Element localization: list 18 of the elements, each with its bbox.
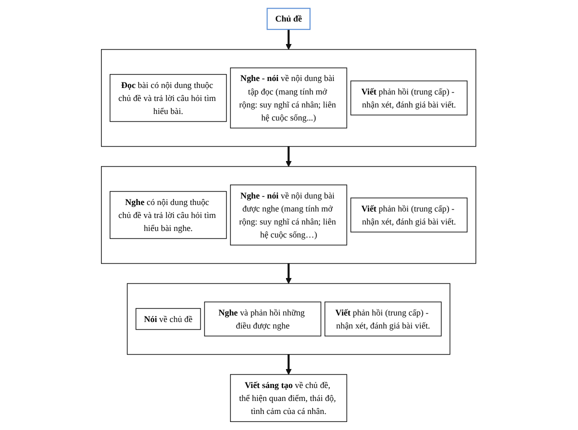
arrow	[286, 29, 292, 50]
node-box: Viết phản hồi (trung cấp) - nhận xét, đánh giá bài viết.	[324, 302, 442, 336]
node-box: Viết sáng tạo về chủ đề, thể hiện quan điểm, thái độ, tình cảm của cá nhân.	[230, 374, 348, 422]
arrow	[286, 354, 292, 375]
node-box: Nói về chủ đề	[136, 308, 202, 330]
node-box: Viết phản hồi (trung cấp) - nhận xét, đánh giá bài viết.	[350, 198, 468, 232]
arrow	[286, 146, 292, 167]
node-box: Nghe và phản hồi những điều được nghe	[204, 302, 322, 336]
node-box: Nghe - nói về nội dung bài tập đọc (mang tính mở rộng: suy nghĩ cá nhân; liên hệ cuộc sống...)	[230, 68, 348, 128]
node-box: Chủ đề	[267, 8, 311, 30]
node-box: Đọc bài có nội dung thuộc chủ đề và trả lời câu hỏi tìm hiểu bài.	[110, 74, 228, 122]
node-box: Nghe - nói về nội dung bài được nghe (mang tính mở rộng: suy nghĩ cá nhân; liên hệ cuộc sống…)	[230, 184, 348, 246]
cluster	[127, 283, 451, 355]
node-box: Nghe có nội dung thuộc chủ đề và trả lời câu hỏi tìm hiểu bài nghe.	[110, 191, 228, 239]
node-box: Viết phản hồi (trung cấp) - nhận xét, đánh giá bài viết.	[350, 80, 468, 116]
cluster	[101, 166, 477, 264]
arrow	[286, 263, 292, 284]
cluster	[101, 49, 477, 147]
